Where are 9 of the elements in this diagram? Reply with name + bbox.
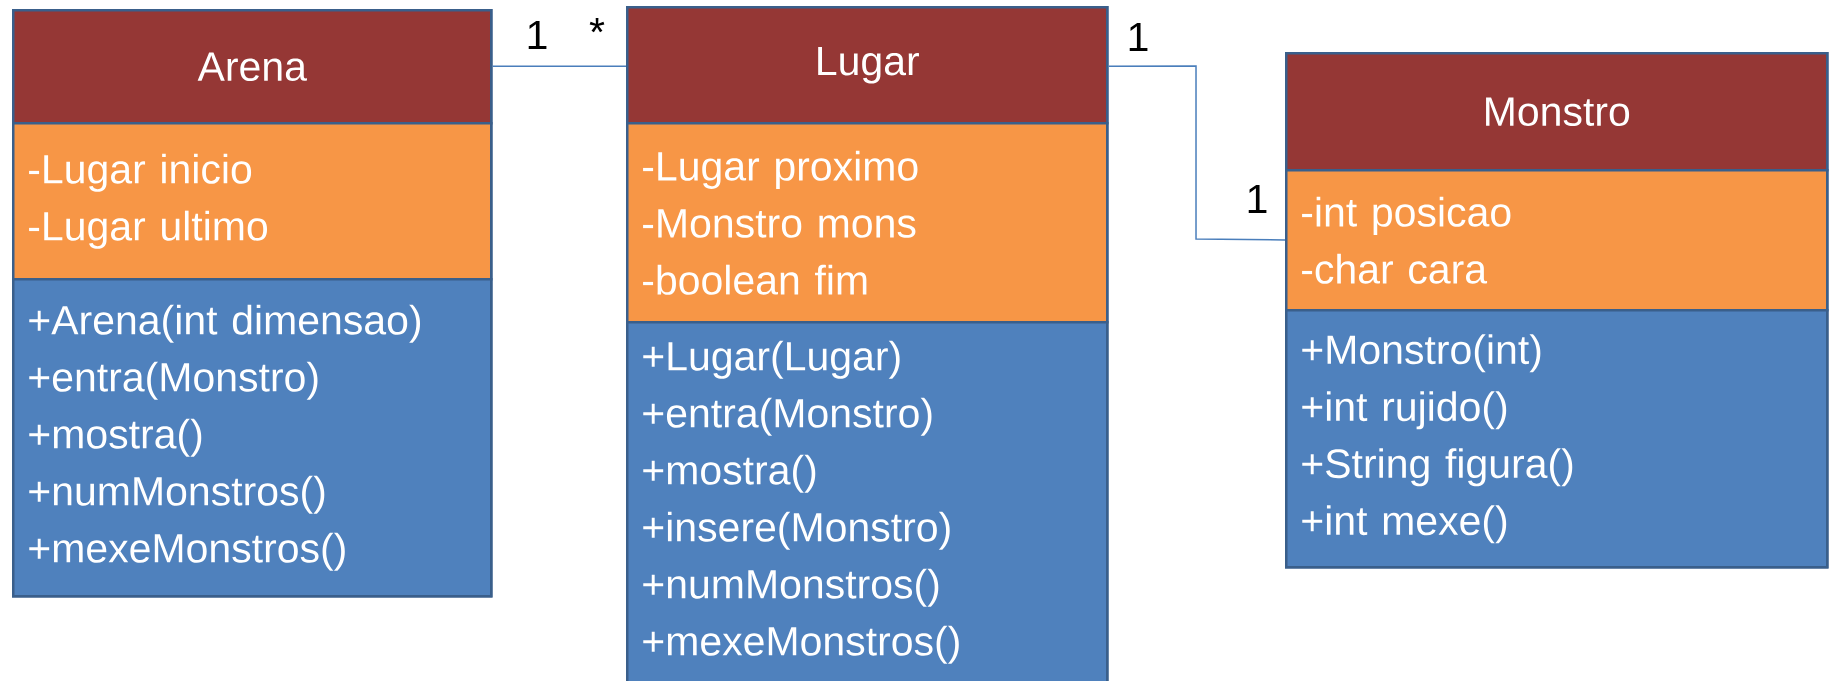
multiplicity-label: 1 (1129, 22, 1148, 52)
class-header: Lugar (626, 6, 1109, 125)
attribute-compartment: -Lugar proximo -Monstro mons -boolean fim (626, 122, 1109, 324)
connector-line (491, 65, 627, 67)
multiplicity-label: 1 (528, 20, 547, 50)
multiplicity-label: 1 (1248, 184, 1267, 214)
method-compartment: +Lugar(Lugar) +entra(Monstro) +mostra() +insere(Monstro) +numMonstros() +mexeMonstros() (626, 321, 1109, 681)
multiplicity-label: * (589, 17, 605, 33)
connector-line (1107, 65, 1286, 241)
